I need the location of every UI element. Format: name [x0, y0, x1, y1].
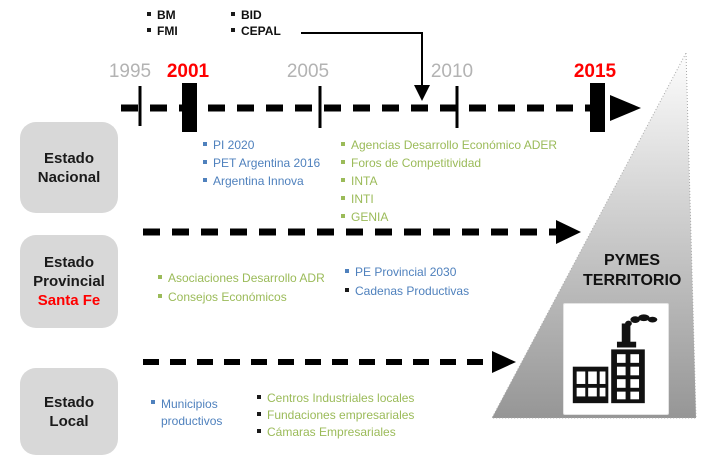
- intl-orgs-col1: BM FMI: [147, 7, 178, 39]
- bullet-icon: [231, 12, 235, 16]
- bullet-icon: [341, 160, 345, 164]
- provincial-arrow-icon: [556, 220, 581, 244]
- bullet-icon: [257, 395, 261, 399]
- list-item: Fundaciones empresariales: [257, 408, 414, 423]
- list-item: INTI: [341, 192, 374, 207]
- bullet-icon: [257, 412, 261, 416]
- connector-line: [301, 32, 423, 85]
- list-item: GENIA: [341, 210, 388, 225]
- box-label: Provincial: [33, 273, 105, 290]
- list-item: Cámaras Empresariales: [257, 425, 396, 440]
- list-item: PI 2020: [203, 138, 254, 153]
- box-label: Nacional: [37, 168, 101, 186]
- timeline-year-2015: 2015: [573, 61, 617, 82]
- tick-2015-bar: [590, 83, 605, 132]
- down-arrow-icon: [414, 85, 430, 101]
- bullet-icon: [203, 178, 207, 182]
- goal-line1: PYMES: [603, 252, 660, 269]
- box-label: Estado: [43, 149, 94, 167]
- list-item: Foros de Competitividad: [341, 156, 481, 171]
- bullet-icon: [341, 178, 345, 182]
- estado-local-box: Estado Local: [20, 368, 118, 455]
- box-label: Estado: [43, 393, 94, 411]
- org-label: FMI: [157, 24, 178, 38]
- list-item: CEPAL: [231, 23, 281, 39]
- bullet-icon: [147, 12, 151, 16]
- bullet-icon: [341, 142, 345, 146]
- box-label: Local: [49, 412, 89, 430]
- factory-icon: [572, 314, 658, 404]
- bullet-icon: [341, 214, 345, 218]
- bullet-icon: [151, 400, 155, 404]
- org-label: BM: [157, 8, 176, 22]
- goal-label: PYMES TERRITORIO: [583, 251, 681, 291]
- tick-2001-bar: [182, 83, 197, 132]
- intl-orgs-col2: BID CEPAL: [231, 7, 281, 39]
- bullet-icon: [158, 275, 162, 279]
- timeline-arrow-icon: [610, 95, 641, 121]
- list-item: Centros Industriales locales: [257, 391, 414, 406]
- bullet-icon: [231, 28, 235, 32]
- list-item: BID: [231, 7, 281, 23]
- bullet-icon: [203, 142, 207, 146]
- factory-image-frame: [563, 303, 669, 415]
- org-label: CEPAL: [241, 24, 281, 38]
- list-item: Municipios productivos: [151, 396, 243, 430]
- bullet-icon: [345, 269, 349, 273]
- list-item: FMI: [147, 23, 178, 39]
- estado-provincial-box: Estado Provincial Santa Fe: [20, 235, 118, 328]
- org-label: BID: [241, 8, 262, 22]
- timeline-year-2001: 2001: [166, 61, 210, 82]
- list-item: Argentina Innova: [203, 174, 304, 189]
- list-item: Asociaciones Desarrollo ADR: [158, 271, 325, 286]
- bullet-icon: [341, 196, 345, 200]
- box-label: Estado: [43, 254, 94, 271]
- bullet-icon: [257, 429, 261, 433]
- estado-nacional-box: Estado Nacional: [20, 122, 118, 213]
- timeline-year-1995: 1995: [108, 61, 152, 82]
- bullet-icon: [147, 28, 151, 32]
- bullet-icon: [203, 160, 207, 164]
- list-item: PET Argentina 2016: [203, 156, 320, 171]
- list-item: Consejos Económicos: [158, 290, 287, 305]
- timeline-year-2010: 2010: [430, 61, 474, 82]
- local-arrow-icon: [492, 351, 516, 373]
- box-label-highlight: Santa Fe: [37, 292, 101, 309]
- bullet-icon: [345, 288, 349, 292]
- list-item: Cadenas Productivas: [345, 284, 469, 299]
- timeline-year-2005: 2005: [286, 61, 330, 82]
- list-item: INTA: [341, 174, 377, 189]
- list-item: BM: [147, 7, 178, 23]
- list-item: Agencias Desarrollo Económico ADER: [341, 138, 557, 153]
- goal-line2: TERRITORIO: [583, 272, 682, 289]
- bullet-icon: [158, 294, 162, 298]
- list-item: PE Provincial 2030: [345, 265, 456, 280]
